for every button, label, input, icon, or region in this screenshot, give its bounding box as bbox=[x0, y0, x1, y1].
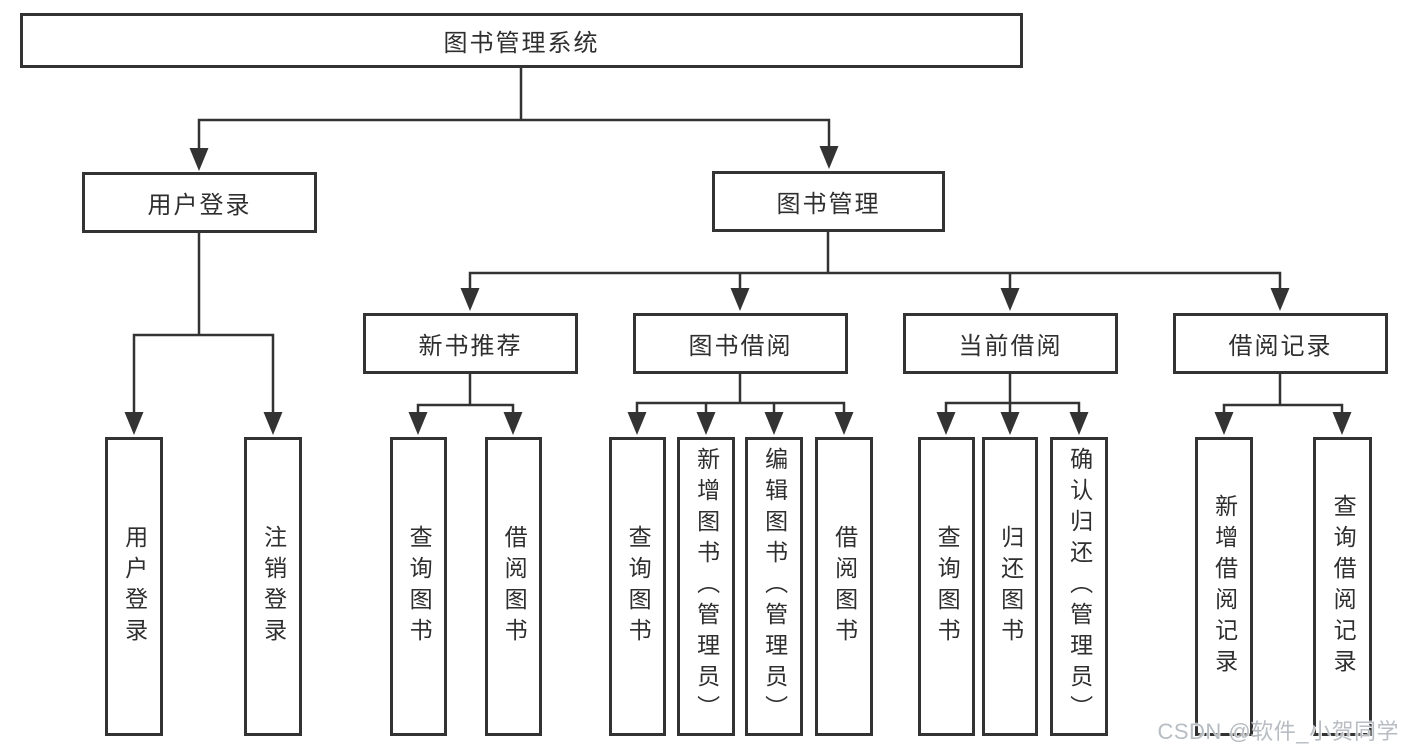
arrow-down-icon bbox=[124, 412, 144, 435]
leaf-edit-book-admin: 编辑图书（管理员） bbox=[745, 437, 803, 736]
leaf-user-login-label: 用户登录 bbox=[121, 524, 148, 649]
node-borrowing-records-label: 借阅记录 bbox=[1228, 333, 1333, 360]
leaf-query-books-borrowing: 查询图书 bbox=[609, 437, 666, 736]
leaf-edit-book-admin-label: 编辑图书（管理员） bbox=[761, 447, 788, 726]
leaf-add-book-admin-label: 新增图书（管理员） bbox=[693, 447, 720, 726]
leaf-query-books-recommend: 查询图书 bbox=[390, 437, 447, 736]
node-new-book-recommendation: 新书推荐 bbox=[363, 313, 578, 374]
connector-book-borrowing-to-leaves bbox=[635, 372, 846, 421]
connector-borrow-records-to-leaves bbox=[1222, 372, 1344, 421]
connector-user-login-to-leaves bbox=[132, 231, 275, 421]
leaf-return-books: 归还图书 bbox=[982, 437, 1038, 736]
leaf-query-borrow-record-label: 查询借阅记录 bbox=[1330, 493, 1357, 680]
arrow-down-icon bbox=[696, 412, 716, 435]
leaf-add-borrow-record-label: 新增借阅记录 bbox=[1211, 493, 1238, 680]
arrow-down-icon bbox=[1332, 412, 1352, 435]
connector-root-to-level1 bbox=[197, 66, 831, 155]
node-new-book-recommendation-label: 新书推荐 bbox=[418, 333, 523, 360]
node-user-login: 用户登录 bbox=[82, 172, 317, 233]
arrow-down-icon bbox=[627, 412, 647, 435]
node-current-borrowing-label: 当前借阅 bbox=[958, 333, 1063, 360]
connector-book-management-to-level2 bbox=[468, 230, 1282, 296]
node-root: 图书管理系统 bbox=[20, 13, 1023, 68]
leaf-borrow-books-recommend-label: 借阅图书 bbox=[501, 524, 528, 649]
arrow-down-icon bbox=[1214, 412, 1234, 435]
node-current-borrowing: 当前借阅 bbox=[903, 313, 1118, 374]
arrow-down-icon bbox=[819, 146, 839, 169]
node-user-login-label: 用户登录 bbox=[147, 192, 252, 219]
arrow-down-icon bbox=[460, 288, 480, 311]
arrow-down-icon bbox=[936, 412, 956, 435]
leaf-query-borrow-record: 查询借阅记录 bbox=[1313, 437, 1372, 736]
node-root-label: 图书管理系统 bbox=[443, 30, 600, 57]
leaf-add-book-admin: 新增图书（管理员） bbox=[677, 437, 735, 736]
watermark-text: CSDN @软件_小贺同学 bbox=[1157, 719, 1399, 744]
leaf-borrow-books-label: 借阅图书 bbox=[831, 524, 858, 649]
node-borrowing-records: 借阅记录 bbox=[1173, 313, 1388, 374]
connector-current-borrowing-to-leaves bbox=[944, 372, 1081, 421]
arrow-down-icon bbox=[263, 412, 283, 435]
node-book-borrowing-label: 图书借阅 bbox=[688, 333, 793, 360]
node-book-borrowing: 图书借阅 bbox=[633, 313, 848, 374]
leaf-confirm-return-admin: 确认归还（管理员） bbox=[1050, 437, 1108, 736]
arrow-down-icon bbox=[1270, 288, 1290, 311]
leaf-confirm-return-admin-label: 确认归还（管理员） bbox=[1066, 447, 1093, 726]
leaf-borrow-books: 借阅图书 bbox=[815, 437, 873, 736]
arrow-down-icon bbox=[730, 288, 750, 311]
arrow-down-icon bbox=[764, 412, 784, 435]
node-book-management: 图书管理 bbox=[712, 171, 945, 232]
leaf-borrow-books-recommend: 借阅图书 bbox=[485, 437, 542, 736]
arrow-down-icon bbox=[408, 412, 428, 435]
leaf-logout-label: 注销登录 bbox=[260, 524, 287, 649]
leaf-query-books-current-label: 查询图书 bbox=[934, 524, 961, 649]
leaf-query-books-borrowing-label: 查询图书 bbox=[625, 524, 652, 649]
arrow-down-icon bbox=[1069, 412, 1089, 435]
leaf-query-books-recommend-label: 查询图书 bbox=[406, 524, 433, 649]
leaf-add-borrow-record: 新增借阅记录 bbox=[1195, 437, 1253, 736]
leaf-logout: 注销登录 bbox=[244, 437, 302, 736]
leaf-query-books-current: 查询图书 bbox=[918, 437, 975, 736]
connector-new-book-to-leaves bbox=[416, 372, 515, 421]
arrow-down-icon bbox=[1000, 288, 1020, 311]
arrow-down-icon bbox=[503, 412, 523, 435]
arrow-down-icon bbox=[834, 412, 854, 435]
leaf-user-login: 用户登录 bbox=[105, 437, 163, 736]
arrow-down-icon bbox=[1000, 412, 1020, 435]
arrow-down-icon bbox=[189, 148, 209, 171]
node-book-management-label: 图书管理 bbox=[776, 191, 881, 218]
leaf-return-books-label: 归还图书 bbox=[997, 524, 1024, 649]
